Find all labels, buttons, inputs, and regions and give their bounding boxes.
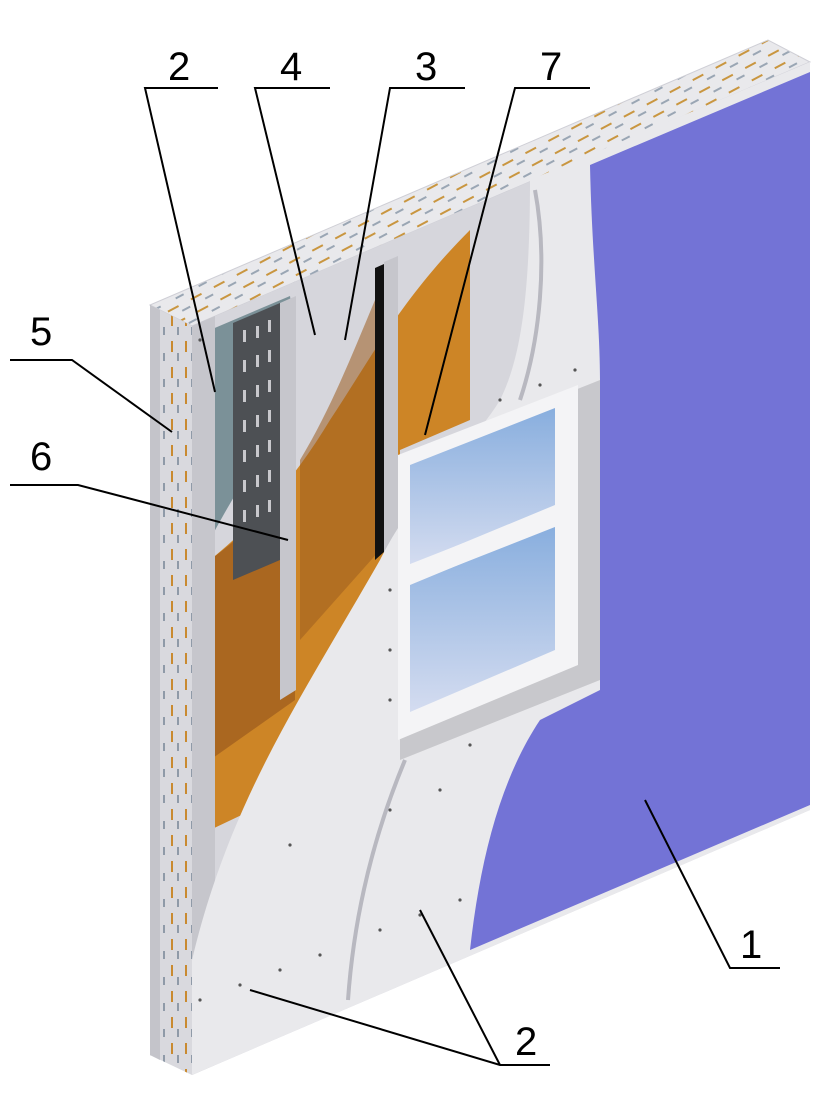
callout-labels: 2 4 3 7 5 6 1 2: [30, 45, 762, 1064]
outer-sheathing-face: [150, 305, 160, 1060]
leader-6: [10, 484, 289, 541]
callout-label-2-top: 2: [168, 45, 190, 89]
callout-label-1: 1: [740, 923, 762, 967]
window-glass-lower: [410, 525, 555, 712]
window-glass-upper: [410, 408, 555, 565]
callout-label-2-bottom: 2: [515, 1020, 537, 1064]
leader-2-top: [143, 87, 218, 393]
callout-label-5: 5: [30, 310, 52, 354]
light-stud-middle: [280, 296, 296, 700]
metal-stud: [233, 303, 280, 580]
leader-5: [10, 359, 173, 433]
gypsum-board-seam-upper: [518, 189, 544, 401]
leader-2-bottom-b: [419, 909, 501, 1066]
callout-label-7: 7: [540, 45, 562, 89]
finish-paint-layer: [470, 72, 810, 950]
callout-label-3: 3: [415, 45, 437, 89]
gypsum-board-seam: [346, 759, 407, 1001]
callout-label-6: 6: [30, 435, 52, 479]
leader-4: [253, 87, 330, 336]
fastener-dots: [198, 338, 577, 1002]
leader-1: [644, 799, 780, 969]
insulation-shadow-2: [300, 280, 380, 640]
callout-label-4: 4: [280, 45, 302, 89]
stud-perforations: [243, 320, 271, 522]
leader-7: [424, 87, 590, 436]
window-sash-bar: [405, 505, 560, 586]
light-stud-left: [192, 316, 215, 1075]
leader-3: [344, 87, 465, 341]
leader-lines: [10, 87, 780, 1066]
stud-shadow: [375, 264, 384, 560]
outer-sheathing-board: [150, 305, 192, 1075]
